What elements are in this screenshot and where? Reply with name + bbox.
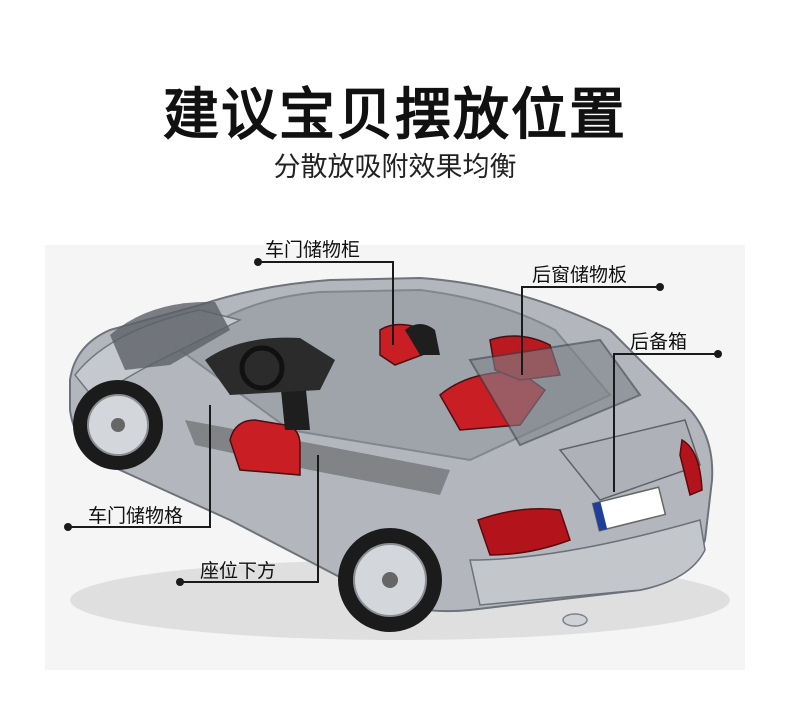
license-plate-eu-strip	[592, 501, 608, 531]
dot-rear-window-shelf	[656, 283, 664, 291]
callout-under-seat: 座位下方	[200, 560, 277, 582]
line-door-cabinet	[258, 261, 394, 345]
steering-wheel	[239, 345, 285, 391]
line-door-compartment	[68, 405, 211, 528]
engine-bay	[110, 301, 230, 370]
callout-door-cabinet: 车门储物柜	[265, 239, 361, 261]
page-title: 建议宝贝摆放位置	[163, 83, 627, 148]
rear-window	[468, 338, 642, 447]
callout-dots	[64, 258, 722, 586]
callout-trunk: 后备箱	[630, 331, 688, 353]
trunk-lid	[558, 419, 701, 501]
rear-bumper	[469, 519, 706, 606]
dot-under-seat	[176, 578, 184, 586]
front-seat-right-back	[405, 324, 440, 355]
front-wheel	[73, 380, 163, 470]
dot-trunk	[714, 350, 722, 358]
line-under-seat	[180, 455, 319, 583]
taillight-right	[679, 438, 703, 497]
page-subtitle: 分散放吸附效果均衡	[273, 152, 517, 183]
callout-rear-window-shelf: 后窗储物板	[532, 264, 628, 286]
line-trunk	[613, 353, 718, 492]
rear-wheel	[338, 528, 442, 632]
dot-door-compartment	[64, 523, 72, 531]
dot-door-cabinet	[254, 258, 262, 266]
callout-door-compartment: 车门储物格	[88, 505, 184, 527]
callout-lines	[68, 261, 718, 583]
taillight-left	[477, 508, 571, 556]
exhaust-pipe	[562, 613, 588, 627]
dashboard	[205, 337, 335, 395]
line-rear-window-shelf	[521, 286, 660, 375]
